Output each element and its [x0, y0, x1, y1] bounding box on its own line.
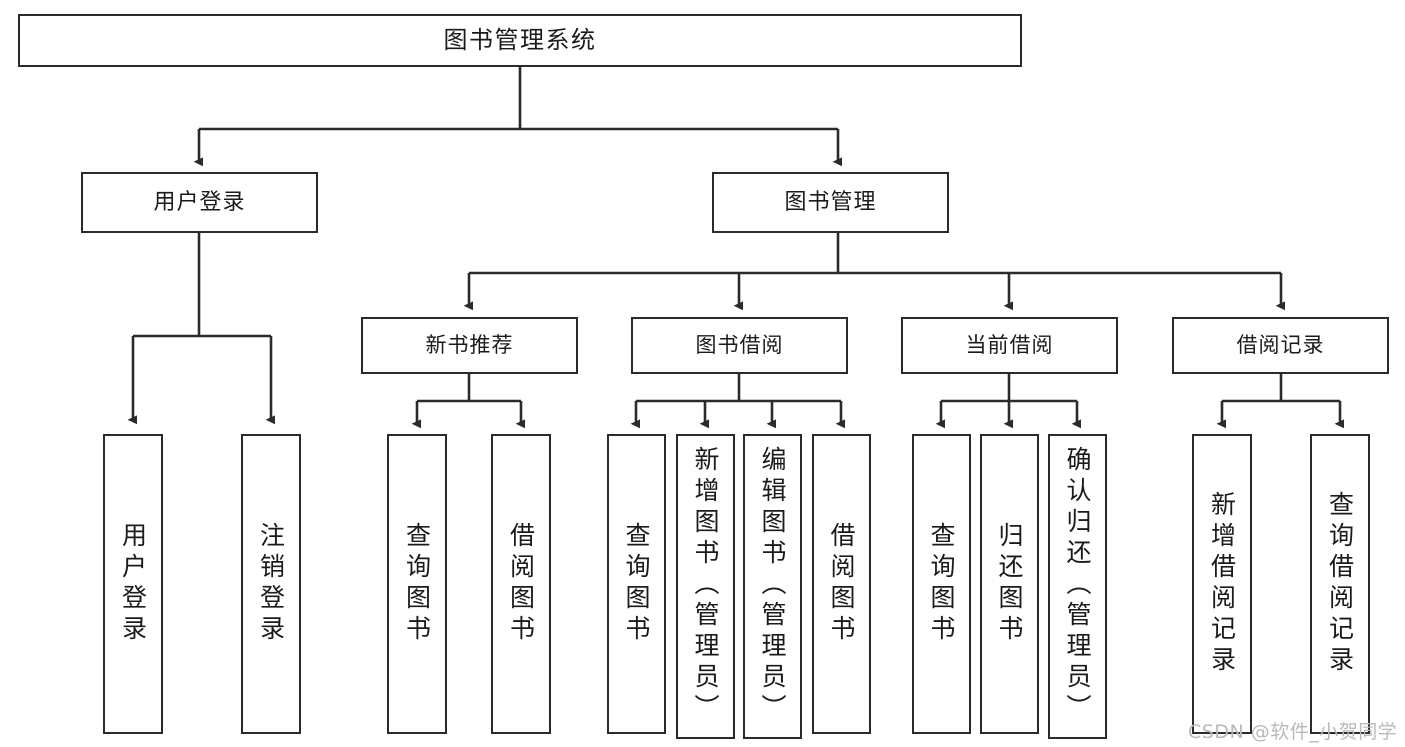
node-leaf-edit-book-label: 编辑图书（管理员） [758, 446, 787, 725]
node-leaf-borrow-book-2-label: 借阅图书 [827, 522, 856, 646]
node-book-manage-label: 图书管理 [784, 189, 877, 215]
node-root-label: 图书管理系统 [443, 25, 597, 54]
node-leaf-query-record[interactable]: 查询借阅记录 [1310, 434, 1370, 734]
node-leaf-add-record[interactable]: 新增借阅记录 [1192, 434, 1252, 734]
node-leaf-query-book-3-label: 查询图书 [927, 522, 956, 646]
node-leaf-edit-book[interactable]: 编辑图书（管理员） [743, 434, 802, 739]
node-root[interactable]: 图书管理系统 [18, 14, 1022, 67]
node-current-borrow[interactable]: 当前借阅 [901, 317, 1118, 374]
node-leaf-add-record-label: 新增借阅记录 [1207, 491, 1237, 677]
node-borrow-record[interactable]: 借阅记录 [1172, 317, 1389, 374]
node-book-borrow-label: 图书借阅 [695, 333, 784, 358]
node-leaf-query-book-1[interactable]: 查询图书 [387, 434, 447, 734]
node-current-borrow-label: 当前借阅 [965, 333, 1054, 358]
node-leaf-add-book[interactable]: 新增图书（管理员） [676, 434, 735, 739]
node-leaf-user-logout-label: 注销登录 [256, 522, 286, 646]
node-leaf-query-book-1-label: 查询图书 [402, 522, 432, 646]
node-leaf-borrow-book-1-label: 借阅图书 [506, 522, 536, 646]
node-leaf-user-login-label: 用户登录 [118, 522, 148, 646]
node-book-borrow[interactable]: 图书借阅 [631, 317, 848, 374]
node-borrow-record-label: 借阅记录 [1236, 333, 1325, 358]
node-leaf-borrow-book-1[interactable]: 借阅图书 [491, 434, 551, 734]
node-leaf-confirm-return[interactable]: 确认归还（管理员） [1048, 434, 1107, 739]
node-leaf-user-logout[interactable]: 注销登录 [241, 434, 301, 734]
node-leaf-confirm-return-label: 确认归还（管理员） [1063, 446, 1092, 725]
node-leaf-query-book-2-label: 查询图书 [622, 522, 651, 646]
node-new-book-recommend[interactable]: 新书推荐 [361, 317, 578, 374]
node-new-book-recommend-label: 新书推荐 [425, 333, 514, 358]
node-leaf-return-book-label: 归还图书 [995, 522, 1024, 646]
node-leaf-query-book-2[interactable]: 查询图书 [607, 434, 666, 734]
node-leaf-query-record-label: 查询借阅记录 [1325, 491, 1355, 677]
node-user-login-label: 用户登录 [153, 189, 246, 215]
node-leaf-user-login[interactable]: 用户登录 [103, 434, 163, 734]
node-leaf-return-book[interactable]: 归还图书 [980, 434, 1039, 734]
node-book-manage[interactable]: 图书管理 [712, 172, 949, 233]
node-user-login[interactable]: 用户登录 [81, 172, 318, 233]
node-leaf-borrow-book-2[interactable]: 借阅图书 [812, 434, 871, 734]
node-leaf-query-book-3[interactable]: 查询图书 [912, 434, 971, 734]
csdn-watermark: CSDN @软件_小贺同学 [1188, 721, 1398, 743]
node-leaf-add-book-label: 新增图书（管理员） [691, 446, 720, 725]
